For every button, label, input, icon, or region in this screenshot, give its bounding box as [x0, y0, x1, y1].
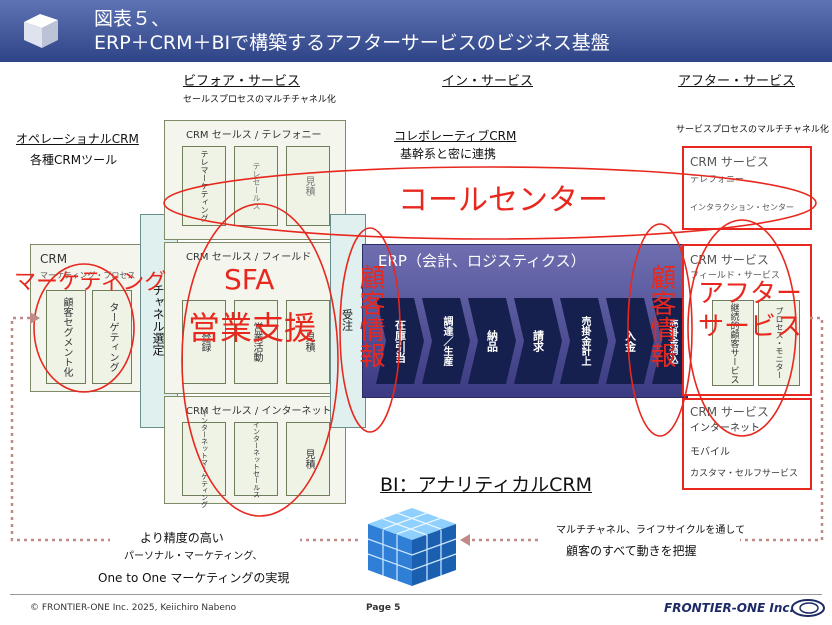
- collaborative-crm-sub: 基幹系と密に連携: [400, 147, 497, 161]
- service-internet-item-3: カスタマ・セルフサービス: [690, 469, 799, 479]
- bi-left-note-3: One to One マーケティングの実現: [98, 571, 290, 585]
- bi-right-note-1: マルチチャネル、ライフサイクルを通して: [556, 525, 746, 536]
- internet-marketing-card: インターネットマーケティング: [182, 410, 226, 508]
- bi-inflow-arrowhead: [460, 534, 470, 546]
- erp-title: ERP（会計、ロジスティクス）: [378, 252, 586, 270]
- header-bar: [0, 0, 832, 62]
- bi-right-note-2: 顧客のすべて動きを把握: [566, 544, 697, 558]
- erp-step-procurement-label: 調達／生産: [441, 316, 452, 366]
- internet-marketing-label: インターネットマーケティング: [200, 410, 209, 508]
- phase-after-sub: サービスプロセスのマルチチャネル化: [676, 125, 829, 135]
- segmentation-card: 顧客セグメント化: [46, 290, 86, 384]
- header-cube-icon: [18, 8, 64, 54]
- bi-left-note-2: パーソナル・マーケティング、: [124, 551, 263, 562]
- erp-step-delivery: 納品: [468, 298, 516, 384]
- bi-title: BI：アナリティカルCRM: [380, 474, 592, 496]
- marketing-overlay: マーケティング: [14, 270, 167, 295]
- crm-marketing-title: CRM: [40, 252, 68, 266]
- operational-crm-label: オペレーショナルCRM: [16, 132, 139, 146]
- phase-after-label: アフター・サービス: [678, 74, 796, 89]
- footer-brand: FRONTIER-ONE Inc.: [664, 601, 795, 615]
- sfa-overlay: SFA: [224, 263, 275, 296]
- phase-before-sub: セールスプロセスのマルチチャネル化: [183, 95, 336, 105]
- internet-sales-label: インターネットセールス: [252, 420, 261, 498]
- service-field-title: CRM サービス: [690, 253, 769, 267]
- service-internet-item-1: インターネット: [690, 423, 760, 434]
- phase-before-label: ビフォア・サービス: [183, 74, 301, 89]
- bi-cube-icon: [364, 504, 460, 590]
- internet-sales-card: インターネットセールス: [234, 420, 278, 498]
- internet-quote-card: 見積: [286, 422, 330, 496]
- targeting-card: ターゲティング: [92, 290, 132, 384]
- footer-copyright: © FRONTIER-ONE Inc. 2025, Keiichiro Nabe…: [30, 603, 237, 613]
- channel-selection-label: チャネル選定: [151, 284, 165, 356]
- collaborative-crm-label: コレボレーティブCRM: [394, 129, 517, 143]
- targeting-label: ターゲティング: [107, 302, 118, 372]
- phone-quote-label: 見積: [303, 176, 314, 196]
- service-telephony-sub: テレフォニー: [690, 175, 745, 185]
- telemarketing-card: テレマーケティング: [182, 146, 226, 226]
- telesales-label: テレセールス: [252, 162, 261, 210]
- service-telephony-title: CRM サービス: [690, 155, 769, 169]
- sales-field-title: CRM セールス / フィールド: [186, 252, 312, 263]
- footer-page: Page 5: [366, 603, 401, 613]
- internet-quote-label: 見積: [303, 449, 314, 469]
- erp-step-delivery-label: 納品: [485, 330, 499, 352]
- erp-step-receivable: 売掛金計上: [560, 298, 608, 384]
- phase-in-label: イン・サービス: [442, 74, 534, 89]
- header-title-line1: 図表５、: [94, 8, 171, 30]
- erp-step-procurement: 調達／生産: [422, 298, 470, 384]
- phone-quote-card: 見積: [286, 146, 330, 226]
- erp-step-billing-label: 請求: [531, 330, 545, 352]
- sales-telephony-title: CRM セールス / テレフォニー: [186, 130, 322, 141]
- erp-step-receivable-label: 売掛金計上: [579, 316, 590, 366]
- after-service-overlay-text: アフターサービス: [697, 279, 802, 342]
- header-title-line2: ERP＋CRM＋BIで構築するアフターサービスのビジネス基盤: [94, 32, 610, 54]
- telesales-card: テレセールス: [234, 146, 278, 226]
- bi-left-note-1: より精度の高い: [140, 531, 224, 545]
- footer-rule: [10, 594, 822, 595]
- sales-support-overlay: 営業支援: [188, 309, 317, 347]
- call-center-overlay: コールセンター: [398, 183, 608, 218]
- footer-logo-icon: [790, 598, 826, 618]
- service-internet-item-2: モバイル: [690, 447, 730, 458]
- telemarketing-label: テレマーケティング: [200, 150, 209, 222]
- erp-step-billing: 請求: [514, 298, 562, 384]
- crm-tools-label: 各種CRMツール: [30, 153, 118, 167]
- segmentation-label: 顧客セグメント化: [61, 297, 72, 377]
- service-telephony-item: インタラクション・センター: [690, 203, 794, 212]
- service-internet-title: CRM サービス: [690, 405, 769, 419]
- customer-info-right-overlay: 顧客情報: [646, 264, 676, 368]
- after-service-overlay: アフターサービス: [690, 278, 810, 343]
- customer-info-left-overlay: 顧客情報: [355, 264, 385, 368]
